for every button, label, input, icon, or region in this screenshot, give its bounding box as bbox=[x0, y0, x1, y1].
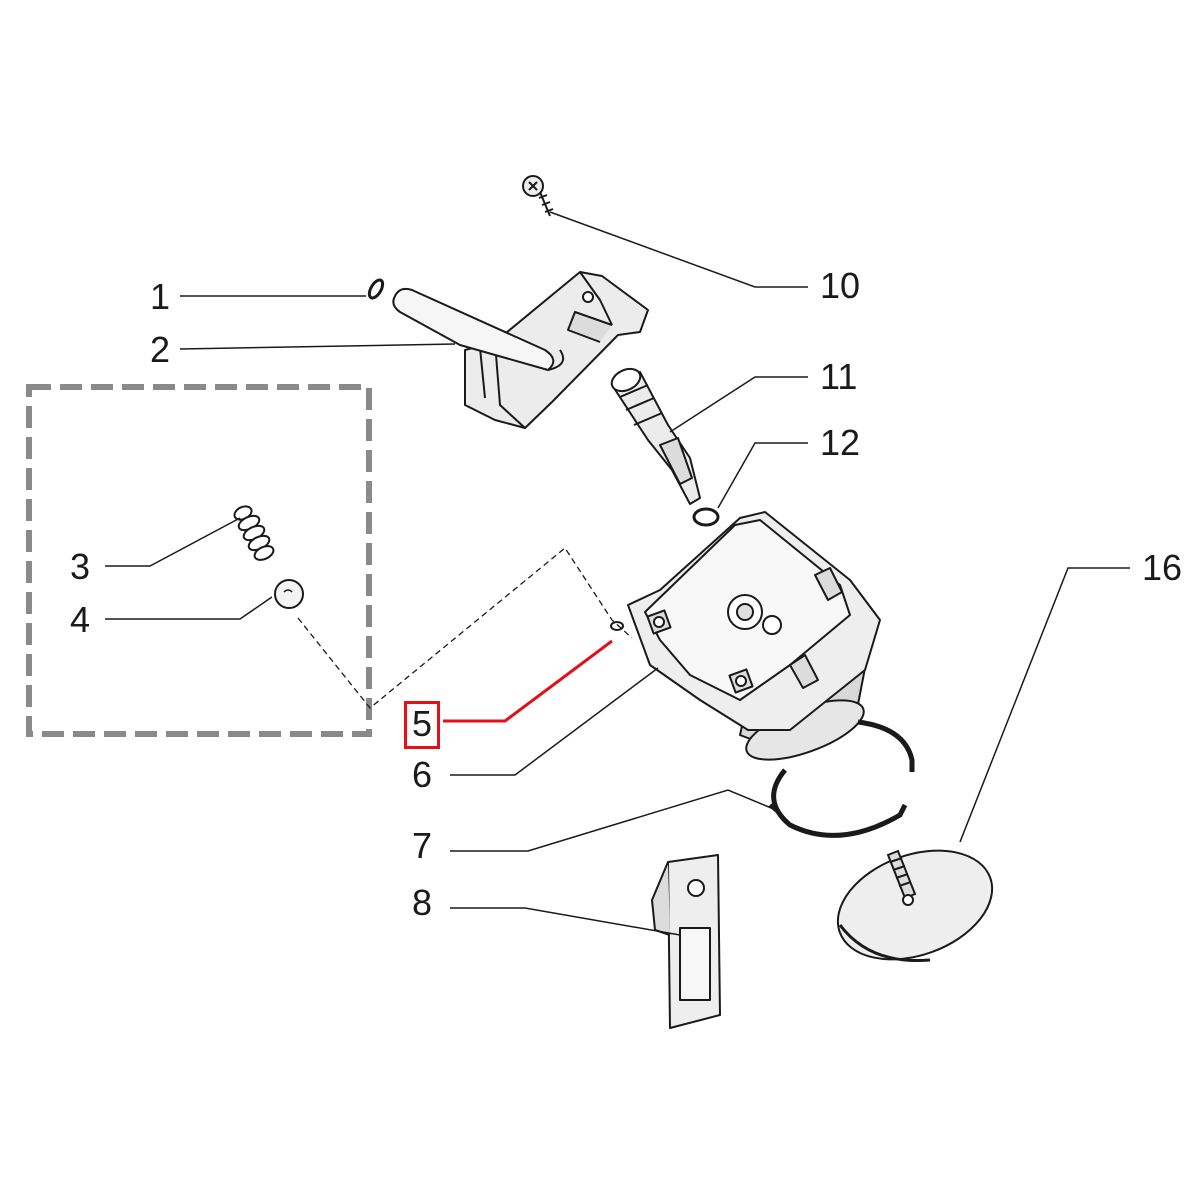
ring-part-12 bbox=[692, 507, 720, 527]
spring-part-3 bbox=[233, 505, 275, 561]
callout-6[interactable]: 6 bbox=[412, 754, 433, 795]
leader-lines bbox=[105, 211, 1130, 936]
screw-part-10 bbox=[522, 175, 554, 217]
callout-4[interactable]: 4 bbox=[70, 599, 91, 640]
valve-body-part-6 bbox=[627, 511, 881, 761]
callout-3[interactable]: 3 bbox=[70, 546, 91, 587]
callout-2[interactable]: 2 bbox=[150, 329, 171, 370]
lever-bracket-part-2 bbox=[392, 271, 649, 429]
plate-part-8 bbox=[651, 854, 721, 1029]
callout-7[interactable]: 7 bbox=[412, 825, 433, 866]
callout-11[interactable]: 11 bbox=[820, 356, 858, 397]
highlighted-leader-line bbox=[443, 639, 613, 723]
parts-group-box bbox=[26, 384, 372, 737]
shaft-part-11 bbox=[610, 367, 701, 505]
callout-12[interactable]: 12 bbox=[820, 422, 861, 463]
seal-part-5 bbox=[610, 621, 624, 631]
callout-1[interactable]: 1 bbox=[150, 276, 171, 317]
callout-10[interactable]: 10 bbox=[820, 265, 861, 306]
ball-part-4 bbox=[274, 579, 304, 609]
assembly-dashed-lines bbox=[297, 547, 633, 709]
callout-5-highlighted[interactable]: 5 bbox=[404, 701, 441, 749]
diaphragm-part-16 bbox=[836, 849, 994, 963]
callout-8[interactable]: 8 bbox=[412, 882, 433, 923]
pin-part-1 bbox=[367, 278, 385, 300]
callout-16[interactable]: 16 bbox=[1142, 547, 1183, 588]
